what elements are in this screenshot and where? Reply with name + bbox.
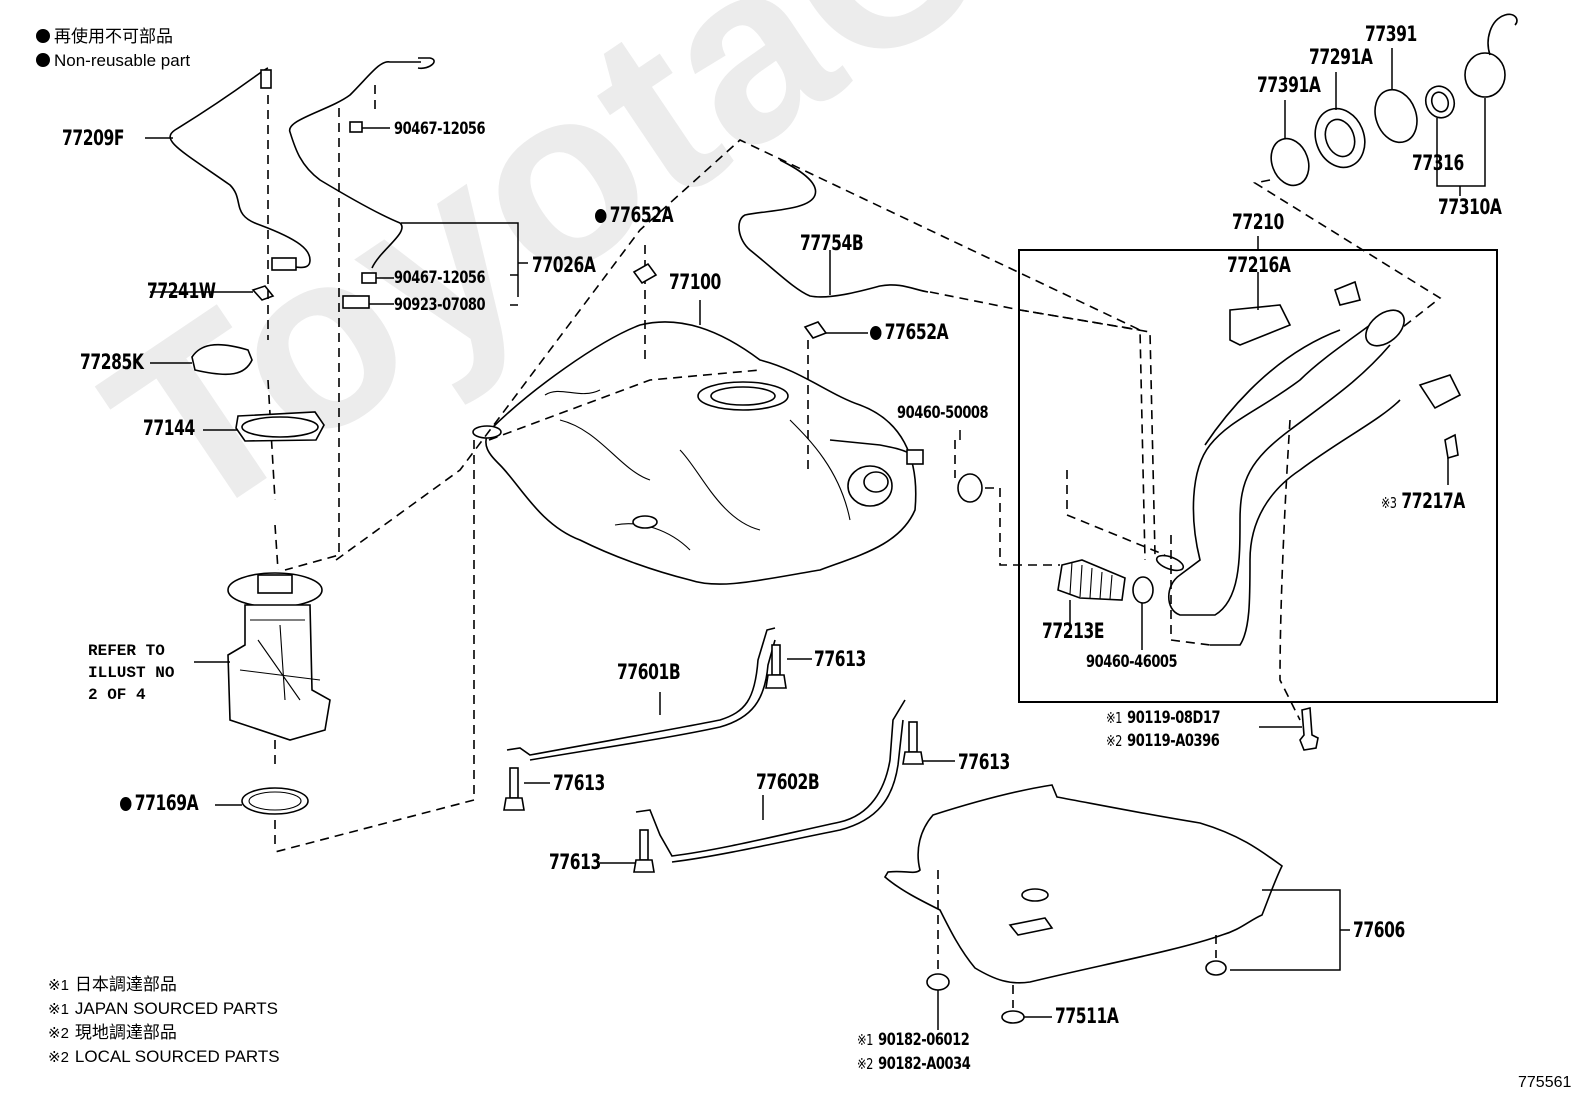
part-label-77613-d[interactable]: 77613	[549, 850, 601, 874]
part-label-90460-46005[interactable]: 90460-46005	[1086, 652, 1178, 672]
part-label-77209F[interactable]: 77209F	[62, 126, 125, 150]
part-label-90467-12056-bottom[interactable]: 90467-12056	[394, 268, 486, 288]
illustration-number: 775561	[1518, 1074, 1572, 1091]
part-label-90467-12056-top[interactable]: 90467-12056	[394, 119, 486, 139]
connector-77209F-top	[260, 69, 272, 89]
part-label-77391[interactable]: 77391	[1365, 22, 1417, 46]
legend-non-reusable-jp: 再使用不可部品	[36, 28, 173, 45]
hose-77026A	[289, 61, 421, 269]
clamp-90460-46005	[1132, 576, 1154, 604]
protector-77606	[883, 784, 1284, 984]
part-label-77754B[interactable]: 77754B	[800, 231, 864, 255]
fuel-cap-77310A	[1464, 52, 1506, 98]
part-label-77511A[interactable]: 77511A	[1055, 1004, 1119, 1028]
nut-90182	[926, 973, 950, 1030]
clamp-90467-bot	[361, 272, 377, 284]
part-label-77310A[interactable]: 77310A	[1438, 195, 1502, 219]
bolt-77613-d	[633, 829, 655, 873]
o-ring-77391	[1374, 88, 1418, 144]
part-label-77026A[interactable]: 77026A	[532, 253, 596, 277]
legend-non-reusable-en: Non-reusable part	[36, 52, 190, 69]
non-reusable-dot-icon	[120, 797, 132, 811]
clip-77606	[1205, 960, 1227, 976]
gasket-77316	[1424, 85, 1456, 119]
hose-77213E	[1057, 559, 1126, 601]
tube-77209F	[169, 67, 311, 269]
part-label-77613-c[interactable]: 77613	[958, 750, 1010, 774]
non-reusable-dot-icon	[595, 209, 607, 223]
cover-77285K	[191, 343, 253, 376]
bolt-77613-c	[902, 721, 924, 765]
part-label-77241W[interactable]: 77241W	[147, 279, 216, 303]
connector-77209F-bot	[271, 257, 297, 271]
part-label-77144[interactable]: 77144	[143, 416, 195, 440]
part-label-77316[interactable]: 77316	[1412, 151, 1464, 175]
part-label-90460-50008[interactable]: 90460-50008	[897, 403, 989, 423]
clamp-90467-top	[349, 121, 363, 133]
part-label-77391A[interactable]: 77391A	[1257, 73, 1321, 97]
clip-77241W	[251, 285, 275, 301]
non-reusable-dot-icon	[36, 29, 50, 43]
part-label-77169A[interactable]: 77169A	[120, 793, 199, 814]
part-label-77613-a[interactable]: 77613	[814, 647, 866, 671]
filler-pipe-77201	[1155, 280, 1462, 646]
strap-77601B	[506, 627, 776, 756]
part-label-77285K[interactable]: 77285K	[80, 350, 144, 374]
part-label-77652A-upper[interactable]: 77652A	[595, 205, 674, 226]
fuel-tank-77100	[472, 321, 924, 585]
o-ring-77391A	[1270, 137, 1310, 187]
bolt-77613-a	[765, 644, 787, 689]
bolt-77613-b	[503, 767, 525, 811]
refer-to-illustration-note: REFER TO ILLUST NO 2 OF 4	[88, 642, 175, 704]
valve-90923	[342, 295, 370, 309]
part-label-77602B[interactable]: 77602B	[756, 770, 820, 794]
part-label-77291A[interactable]: 77291A	[1309, 45, 1373, 69]
part-label-77652A-lower[interactable]: 77652A	[870, 322, 949, 343]
bracket-77216A	[1229, 304, 1292, 346]
clip-77511A	[1001, 1010, 1025, 1024]
part-label-77210[interactable]: 77210	[1232, 210, 1284, 234]
part-label-90923-07080[interactable]: 90923-07080	[394, 295, 486, 315]
non-reusable-dot-icon	[870, 326, 882, 340]
non-reusable-dot-icon	[36, 53, 50, 67]
part-label-77601B[interactable]: 77601B	[617, 660, 681, 684]
clamp-90460-50008	[957, 473, 983, 503]
strap-77602B	[635, 699, 906, 857]
bolt-90119	[1299, 706, 1319, 751]
part-label-77613-b[interactable]: 77613	[553, 771, 605, 795]
part-label-77100[interactable]: 77100	[669, 270, 721, 294]
fuel-pump-module	[227, 572, 331, 741]
pad-77652A-1	[632, 262, 658, 285]
tube-77754B	[738, 159, 929, 298]
seal-77291A	[1314, 107, 1366, 169]
part-label-77216A[interactable]: 77216A	[1227, 253, 1291, 277]
part-label-77606[interactable]: 77606	[1353, 918, 1405, 942]
part-label-77213E[interactable]: 77213E	[1042, 619, 1105, 643]
pad-77652A-2	[803, 321, 828, 339]
